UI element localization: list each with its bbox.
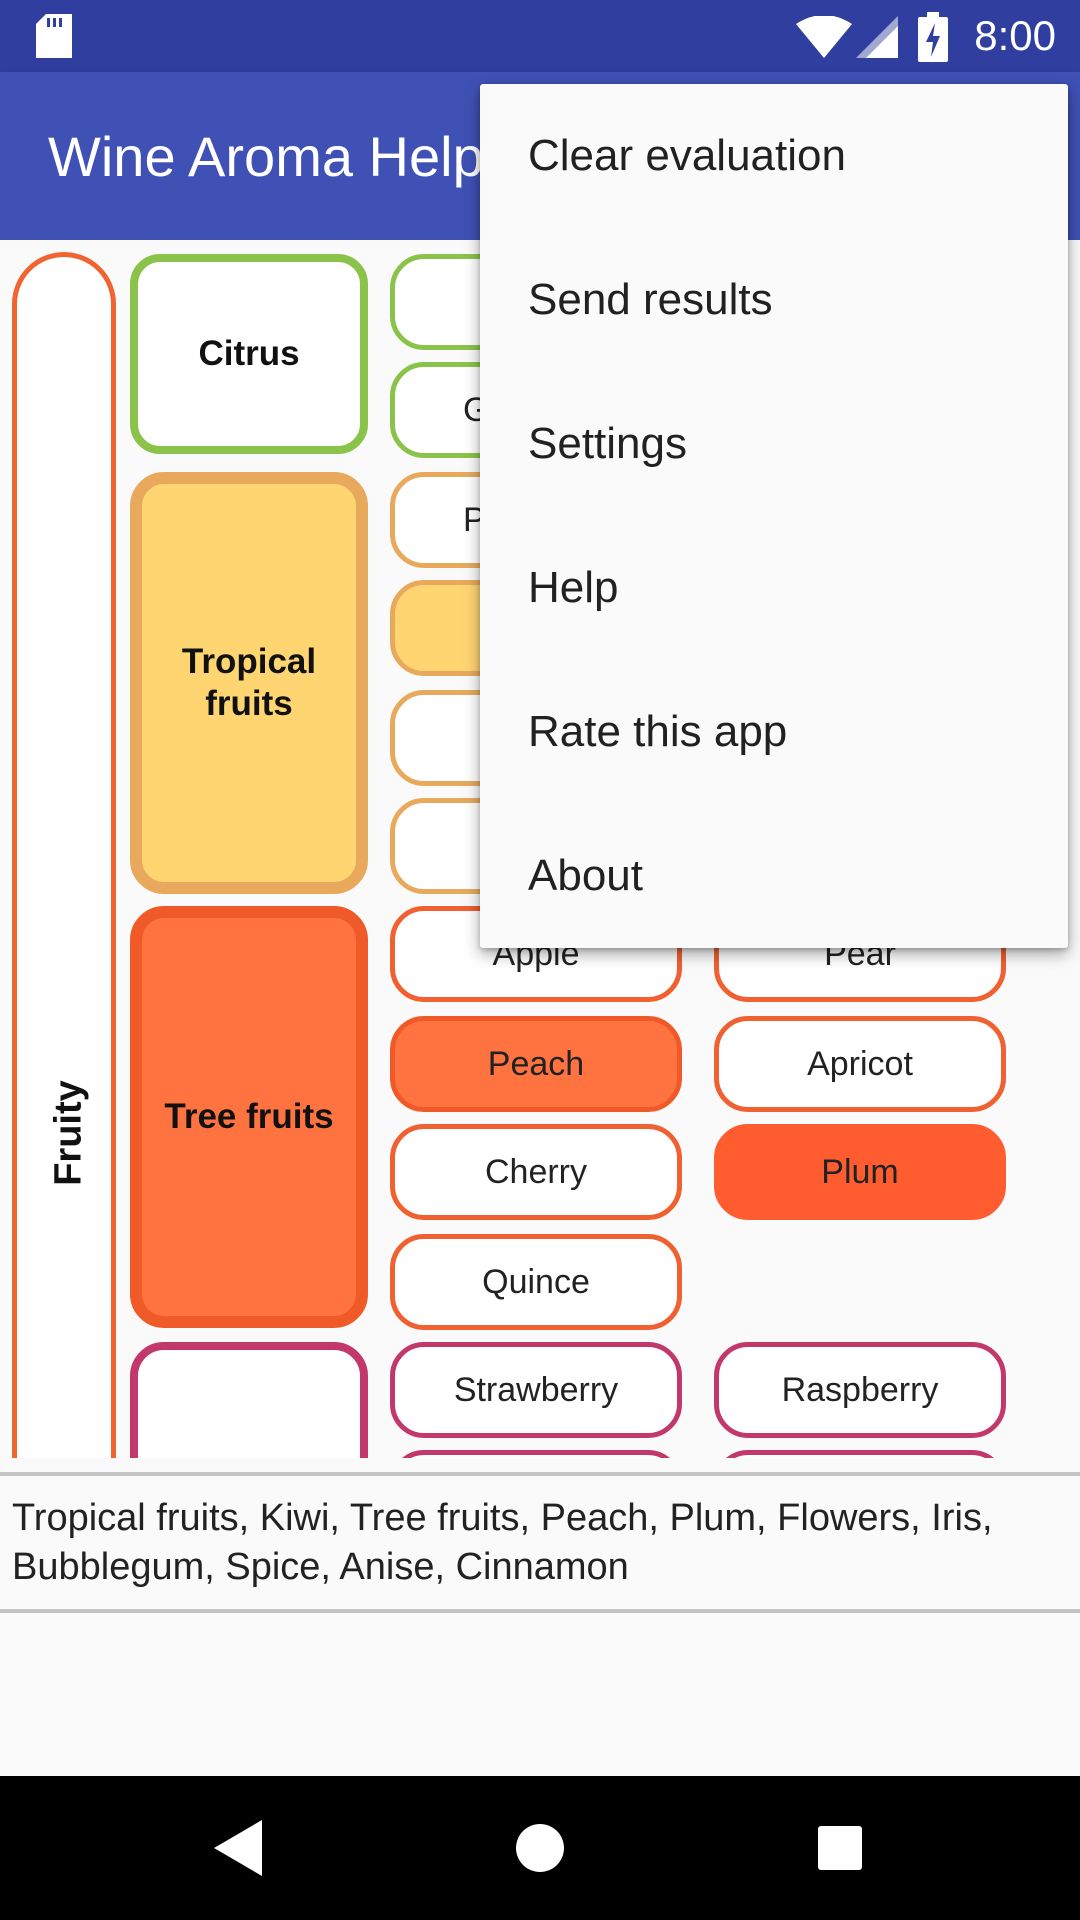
menu-item-clear-evaluation[interactable]: Clear evaluation [480,84,1068,228]
menu-item-send-results[interactable]: Send results [480,228,1068,372]
battery-charging-icon [918,12,948,62]
aroma-peach-label: Peach [487,1044,585,1083]
category-tree-fruits-label: Tree fruits [164,1097,334,1136]
category-citrus-label: Citrus [198,334,300,373]
aroma-apricot-label: Apricot [807,1044,913,1083]
menu-item-rate-app-label: Rate this app [528,707,788,756]
menu-item-help[interactable]: Help [480,516,1068,660]
home-icon[interactable] [516,1824,564,1872]
aroma-cherry[interactable]: Cherry [390,1124,682,1220]
aroma-strawberry[interactable]: Strawberry [390,1342,682,1438]
status-time: 8:00 [974,12,1056,59]
app-title: Wine Aroma Helper [48,125,534,188]
aroma-quince[interactable]: Quince [390,1234,682,1330]
divider-top [0,1472,1080,1476]
menu-item-rate-app[interactable]: Rate this app [480,660,1068,804]
navigation-bar [0,1776,1080,1920]
aroma-peach[interactable]: Peach [390,1016,682,1112]
aroma-raspberry[interactable]: Raspberry [714,1342,1006,1438]
category-tree-fruits[interactable]: Tree fruits [130,906,368,1328]
category-tropical-fruits-label: Tropical fruits [181,642,317,723]
menu-item-about[interactable]: About [480,804,1068,948]
menu-item-settings[interactable]: Settings [480,372,1068,516]
aroma-strawberry-label: Strawberry [453,1370,619,1409]
recents-icon[interactable] [818,1826,862,1870]
category-tropical-fruits[interactable]: Tropical fruits [130,472,368,894]
category-fruity-label: Fruity [47,1080,90,1186]
status-bar: 8:00 [0,0,1080,72]
menu-item-help-label: Help [528,563,619,612]
category-berries[interactable] [130,1342,368,1458]
aroma-berry-3[interactable] [390,1450,682,1458]
aroma-cherry-label: Cherry [484,1152,588,1191]
aroma-raspberry-label: Raspberry [781,1370,939,1409]
menu-item-send-results-label: Send results [528,275,773,324]
aroma-berry-4[interactable] [714,1450,1006,1458]
aroma-plum[interactable]: Plum [714,1124,1006,1220]
back-icon[interactable] [214,1820,262,1876]
overflow-menu: Clear evaluation Send results Settings H… [480,84,1068,948]
aroma-plum-label: Plum [821,1152,899,1191]
category-citrus[interactable]: Citrus [130,254,368,454]
aroma-quince-label: Quince [482,1262,590,1301]
menu-item-about-label: About [528,851,643,900]
menu-item-clear-evaluation-label: Clear evaluation [528,131,846,180]
wifi-icon [796,16,852,58]
selected-aromas-text: Tropical fruits, Kiwi, Tree fruits, Peac… [12,1497,993,1588]
aroma-apricot[interactable]: Apricot [714,1016,1006,1112]
divider-bottom [0,1609,1080,1613]
signal-icon [856,16,898,58]
menu-item-settings-label: Settings [528,419,687,468]
category-fruity[interactable]: Fruity [12,252,116,1458]
sd-card-icon [36,14,72,58]
